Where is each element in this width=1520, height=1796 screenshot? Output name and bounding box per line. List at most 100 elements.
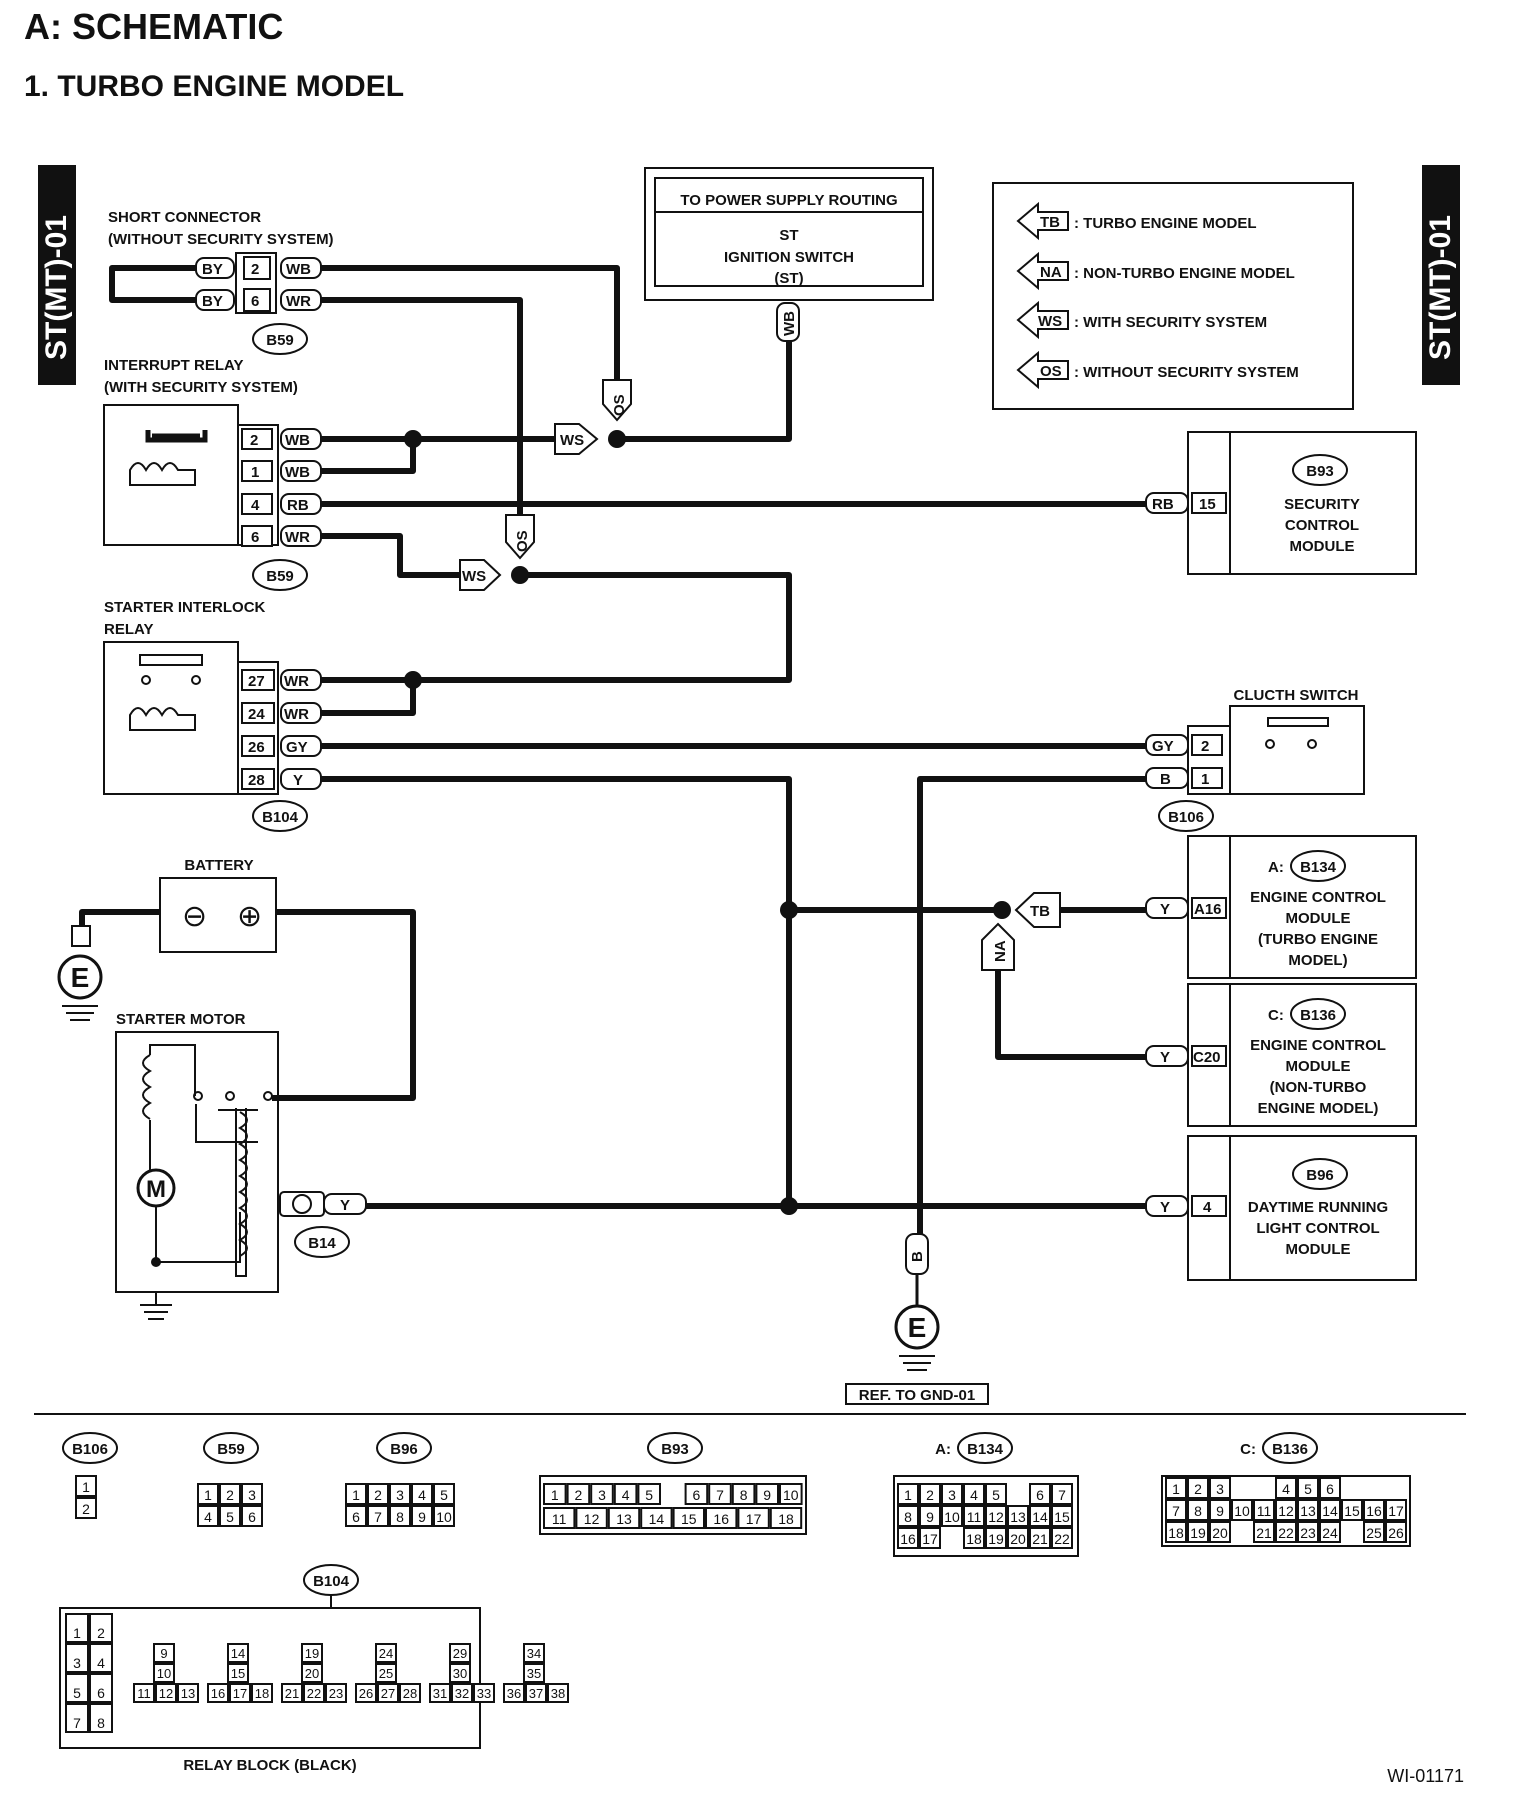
battery-ground: E xyxy=(57,925,103,1021)
pin-number: 13 xyxy=(616,1511,632,1527)
pin-number: 4 xyxy=(970,1487,978,1503)
b93-label: B93 xyxy=(647,1432,703,1464)
pin-number: 2 xyxy=(575,1487,583,1503)
pin-number: 24 xyxy=(1322,1525,1338,1541)
svg-text:B104: B104 xyxy=(313,1573,350,1590)
b104-g3a-pins: 24 xyxy=(375,1643,397,1663)
svg-text:⊖: ⊖ xyxy=(182,900,207,933)
svg-text:B96: B96 xyxy=(390,1441,418,1458)
pin-number: 8 xyxy=(740,1487,748,1503)
pin-number: 6 xyxy=(693,1487,701,1503)
svg-text:B93: B93 xyxy=(1306,463,1334,480)
svg-text:15: 15 xyxy=(1199,496,1216,513)
pin-number: 38 xyxy=(551,1686,565,1701)
svg-text:ENGINE CONTROL: ENGINE CONTROL xyxy=(1250,1037,1386,1054)
pin-number: 19 xyxy=(305,1646,319,1661)
legend-item-na: NA : NON-TURBO ENGINE MODEL xyxy=(1016,251,1295,291)
variant-markers: WS OS WS OS TB NA xyxy=(459,379,1061,971)
clutch-switch: CLUCTH SWITCH 2 1 GY B B106 xyxy=(1145,687,1365,832)
pin-number: 4 xyxy=(418,1487,426,1503)
pin-number: 14 xyxy=(231,1646,245,1661)
b134-label: A:B134 xyxy=(935,1432,1013,1464)
pin-number: 19 xyxy=(988,1531,1004,1547)
pin-number: 32 xyxy=(455,1686,469,1701)
svg-text:B136: B136 xyxy=(1300,1007,1336,1024)
pin-number: 3 xyxy=(948,1487,956,1503)
pin-number: 10 xyxy=(157,1666,171,1681)
b104-g2b-pins: 20 xyxy=(301,1663,323,1683)
svg-text:B106: B106 xyxy=(1168,809,1204,826)
security-control-module: 15 RB B93 SECURITY CONTROL MODULE xyxy=(1145,431,1417,575)
svg-text:: WITH SECURITY SYSTEM: : WITH SECURITY SYSTEM xyxy=(1074,314,1267,331)
svg-text:TB: TB xyxy=(1030,903,1050,920)
b104-g3b-pins: 25 xyxy=(375,1663,397,1683)
pin-number: 10 xyxy=(944,1509,960,1525)
pin-number: 14 xyxy=(1322,1503,1338,1519)
pin-number: 23 xyxy=(1300,1525,1316,1541)
pin-number: 14 xyxy=(1032,1509,1048,1525)
pin-number: 7 xyxy=(73,1715,81,1731)
pin-number: 31 xyxy=(433,1686,447,1701)
pin-number: 9 xyxy=(1216,1503,1224,1519)
pin-number: 22 xyxy=(307,1686,321,1701)
pin-number: 3 xyxy=(1216,1481,1224,1497)
svg-text:A:: A: xyxy=(1268,859,1284,876)
svg-text:BY: BY xyxy=(202,293,223,310)
svg-text:1: 1 xyxy=(1201,771,1209,788)
pin-number: 11 xyxy=(967,1509,982,1525)
svg-text:B59: B59 xyxy=(266,332,294,349)
pin-number: 1 xyxy=(904,1487,912,1503)
pin-number: 1 xyxy=(1172,1481,1180,1497)
wires xyxy=(79,265,1146,1234)
pin-number: 5 xyxy=(73,1685,81,1701)
svg-text:SHORT CONNECTOR: SHORT CONNECTOR xyxy=(108,209,261,226)
relay-block-caption: RELAY BLOCK (BLACK) xyxy=(183,1757,356,1774)
b106-pins: 12 xyxy=(75,1475,97,1519)
pin-number: 18 xyxy=(255,1686,269,1701)
b96-label: B96 xyxy=(376,1432,432,1464)
legend-item-tb: TB : TURBO ENGINE MODEL xyxy=(1016,201,1257,241)
svg-text:WB: WB xyxy=(285,432,310,449)
pin-number: 1 xyxy=(82,1479,90,1495)
pin-number: 8 xyxy=(1194,1503,1202,1519)
pin-number: 10 xyxy=(783,1487,799,1503)
svg-text:Y: Y xyxy=(293,772,303,789)
svg-text:24: 24 xyxy=(248,706,265,723)
side-tab-left: ST(MT)-01 xyxy=(38,165,76,385)
pin-number: 3 xyxy=(598,1487,606,1503)
svg-text:4: 4 xyxy=(1203,1199,1212,1216)
pin-number: 33 xyxy=(477,1686,491,1701)
pin-number: 8 xyxy=(396,1509,404,1525)
pin-number: 22 xyxy=(1278,1525,1294,1541)
pin-number: 10 xyxy=(436,1509,452,1525)
svg-text:WB: WB xyxy=(285,464,310,481)
pin-number: 5 xyxy=(1304,1481,1312,1497)
svg-text:WR: WR xyxy=(284,706,309,723)
svg-text:Y: Y xyxy=(1160,1199,1170,1216)
pin-number: 15 xyxy=(1054,1509,1070,1525)
pin-number: 13 xyxy=(1300,1503,1316,1519)
pin-number: 7 xyxy=(1172,1503,1180,1519)
ecm-nonturbo-module: C20 Y C: B136 ENGINE CONTROL MODULE (NON… xyxy=(1145,983,1417,1127)
svg-text:6: 6 xyxy=(251,293,259,310)
svg-text:C:: C: xyxy=(1268,1007,1284,1024)
svg-text:B: B xyxy=(909,1251,926,1262)
pin-number: 20 xyxy=(305,1666,319,1681)
ground-ref: B E REF. TO GND-01 xyxy=(845,1233,989,1405)
svg-text:B96: B96 xyxy=(1306,1167,1334,1184)
pin-number: 16 xyxy=(900,1531,916,1547)
side-tab-right-text: ST(MT)-01 xyxy=(1424,215,1457,360)
svg-text:MODEL): MODEL) xyxy=(1288,952,1347,969)
pin-number: 7 xyxy=(374,1509,382,1525)
svg-text:B: B xyxy=(1160,771,1171,788)
pin-number: 5 xyxy=(440,1487,448,1503)
pin-number: 13 xyxy=(181,1686,195,1701)
svg-text:B104: B104 xyxy=(262,809,299,826)
